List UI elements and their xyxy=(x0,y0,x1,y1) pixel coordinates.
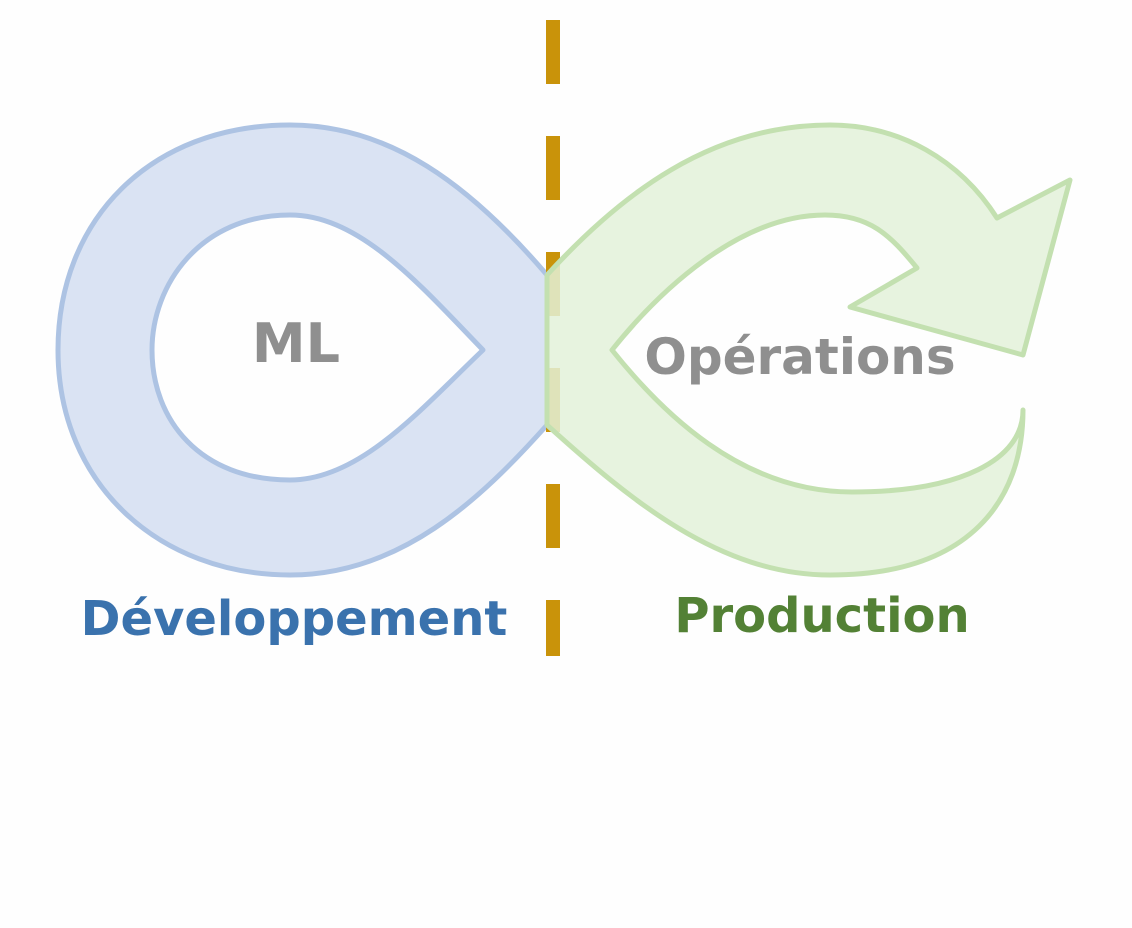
development-caption: Développement xyxy=(81,591,508,647)
ml-development-loop xyxy=(55,122,550,578)
production-caption: Production xyxy=(674,588,969,644)
operations-label: Opérations xyxy=(644,328,955,386)
ml-label: ML xyxy=(252,312,340,375)
operations-production-arrow xyxy=(544,122,1073,578)
